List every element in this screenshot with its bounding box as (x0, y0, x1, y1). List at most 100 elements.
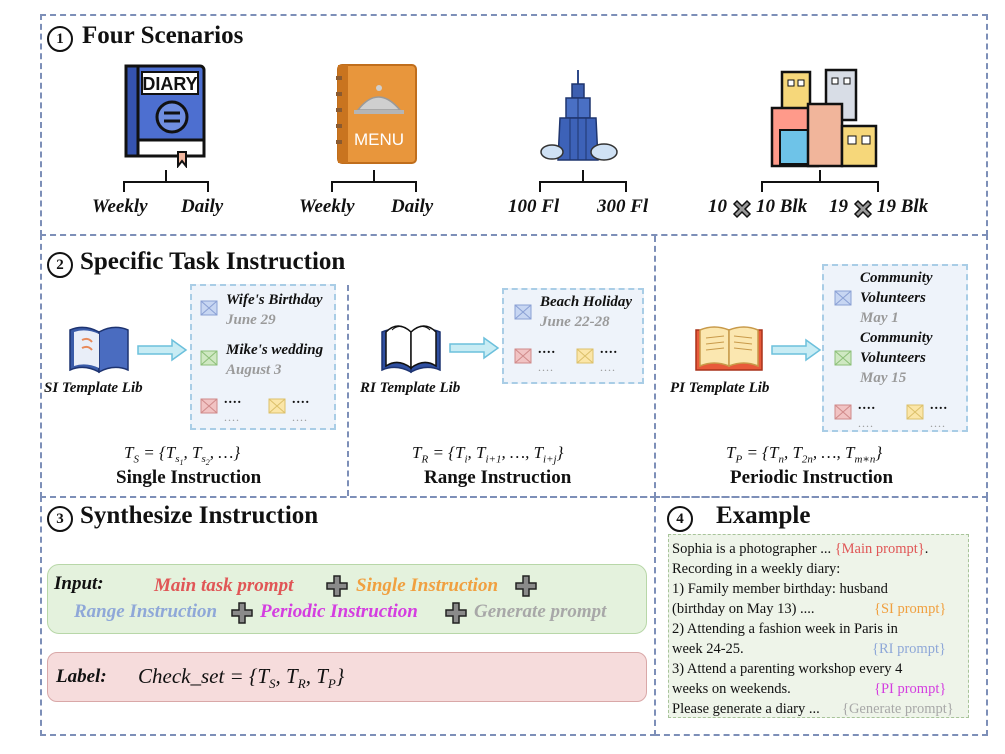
label-label: Label: (56, 666, 107, 687)
envelope-icon (200, 300, 218, 316)
ri-more-dots-small: .... (538, 360, 554, 374)
pi-item-1-date: May 1 (860, 310, 899, 326)
si-item-1-title: Wife's Birthday (226, 292, 323, 308)
si-item-2-date: August 3 (226, 362, 282, 378)
range-instruction-label: Range Instruction (424, 467, 572, 488)
multiply-icon (732, 199, 752, 219)
envelope-icon (834, 350, 852, 366)
envelope-icon (834, 290, 852, 306)
plus-icon (326, 575, 348, 597)
si-formula: TS = {Ts1, Ts2, …} (124, 443, 241, 468)
example-box: Sophia is a photographer ... {Main promp… (668, 534, 969, 718)
section-4-number: 4 (667, 506, 693, 532)
si-instruction-list: Wife's Birthday June 29 Mike's wedding A… (190, 284, 336, 430)
example-text: 2) Attending a fashion week in Paris in (672, 621, 898, 637)
periodic-instruction-term: Periodic Instruction (260, 601, 418, 622)
si-more-dots-small: .... (292, 410, 308, 424)
ri-template-lib-label: RI Template Lib (360, 380, 461, 396)
pi-prompt-tag: {PI prompt} (874, 681, 947, 697)
example-text: 3) Attend a parenting workshop every 4 (672, 661, 903, 677)
example-text: . (924, 541, 929, 557)
city-19-label-a: 19 (829, 196, 848, 217)
example-text: weeks on weekends. (672, 681, 791, 697)
example-text: week 24-25. (672, 641, 744, 657)
check-set-text: Check_set = {T (138, 664, 270, 688)
input-label: Input: (54, 573, 104, 594)
example-line-3: 1) Family member birthday: husband (672, 579, 968, 599)
ri-book-icon (381, 325, 441, 374)
diary-weekly-label: Weekly (92, 196, 148, 217)
city-10-label-a: 10 (708, 196, 727, 217)
example-line-8: weeks on weekends. {PI prompt} (672, 679, 968, 699)
pi-item-1-title-b: Volunteers (860, 290, 926, 306)
si-template-lib-label: SI Template Lib (44, 380, 143, 396)
ri-instruction-list: Beach Holiday June 22-28 .... .... .... … (502, 288, 644, 384)
brace-menu (331, 170, 417, 192)
si-prompt-tag: {SI prompt} (874, 601, 947, 617)
example-line-6: week 24-25. {RI prompt} (672, 639, 968, 659)
label-box: Label: Check_set = {TS, TR, TP} (47, 652, 647, 702)
main-task-prompt: Main task prompt (154, 575, 294, 596)
envelope-icon (906, 404, 924, 420)
menu-cover-label: MENU (354, 130, 404, 149)
example-text: Recording in a weekly diary: (672, 561, 841, 577)
section-3-title: Synthesize Instruction (80, 502, 319, 529)
example-line-5: 2) Attending a fashion week in Paris in (672, 619, 968, 639)
pi-more-dots: .... (930, 398, 948, 413)
example-text: (birthday on May 13) .... (672, 601, 815, 617)
pi-item-2-date: May 15 (860, 370, 907, 386)
city-blocks-icon (770, 68, 878, 168)
envelope-icon (514, 348, 532, 364)
plus-icon (515, 575, 537, 597)
section-1-number: 1 (47, 26, 73, 52)
si-item-1-date: June 29 (226, 312, 276, 328)
generate-prompt-term: Generate prompt (474, 601, 607, 622)
si-more-dots: .... (292, 392, 310, 407)
example-line-2: Recording in a weekly diary: (672, 559, 968, 579)
envelope-icon (200, 350, 218, 366)
ri-prompt-tag: {RI prompt} (872, 641, 946, 657)
ri-more-dots: .... (538, 342, 556, 357)
pi-template-lib-label: PI Template Lib (670, 380, 770, 396)
brace-city (761, 170, 879, 192)
si-item-2-title: Mike's wedding (226, 342, 324, 358)
city-19-label-b: 19 Blk (877, 196, 929, 217)
brace-diary (123, 170, 209, 192)
input-box: Input: Main task prompt Single Instructi… (47, 564, 647, 634)
pi-book-icon (695, 326, 763, 371)
envelope-icon (576, 348, 594, 364)
pi-more-dots: .... (858, 398, 876, 413)
section-1-title: Four Scenarios (82, 22, 244, 49)
menu-daily-label: Daily (391, 196, 434, 217)
si-book-icon (69, 326, 129, 374)
envelope-icon (834, 404, 852, 420)
envelope-icon (200, 398, 218, 414)
example-line-9: Please generate a diary ...{Generate pro… (672, 699, 968, 719)
plus-icon (445, 602, 467, 624)
diary-book-icon: DIARY (124, 64, 206, 168)
ri-arrow-icon (449, 336, 500, 360)
ri-formula: TR = {Ti, Ti+1, …, Ti+j} (412, 443, 564, 466)
envelope-icon (514, 304, 532, 320)
pi-item-2-title-b: Volunteers (860, 350, 926, 366)
diary-daily-label: Daily (181, 196, 224, 217)
building-100-label: 100 Fl (508, 196, 560, 217)
example-line-7: 3) Attend a parenting workshop every 4 (672, 659, 968, 679)
menu-weekly-label: Weekly (299, 196, 355, 217)
single-instruction-label: Single Instruction (116, 467, 262, 488)
section-3-number: 3 (47, 506, 73, 532)
city-10-label-b: 10 Blk (756, 196, 808, 217)
divider-si (347, 285, 349, 496)
divider-pi (654, 236, 656, 498)
envelope-icon (268, 398, 286, 414)
menu-book-icon: MENU (336, 64, 417, 164)
pi-item-2-title-a: Community (860, 330, 933, 346)
single-instruction-term: Single Instruction (356, 575, 499, 596)
main-prompt-tag: {Main prompt} (834, 541, 925, 557)
section-2-number: 2 (47, 252, 73, 278)
check-set-formula: Check_set = {TS, TR, TP} (138, 664, 345, 692)
pi-more-dots-small: .... (858, 416, 874, 430)
plus-icon (231, 602, 253, 624)
brace-building (539, 170, 627, 192)
skyscraper-icon (540, 70, 618, 161)
